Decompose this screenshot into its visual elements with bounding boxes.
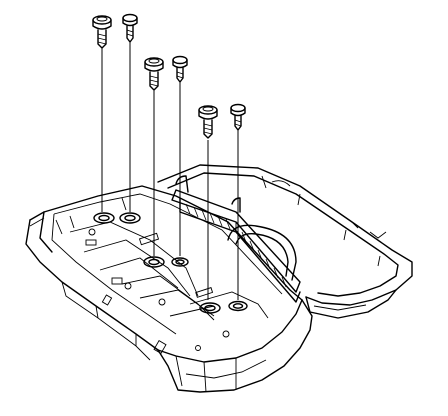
screw-3 [144,57,164,91]
screw-4 [172,55,188,83]
hole-5 [199,302,221,314]
hole-6 [228,300,248,312]
rear-lid [157,164,413,319]
screw-1 [92,15,112,49]
hinge-bar [171,175,301,303]
screw-5 [198,105,218,139]
hole-4 [171,257,189,267]
hole-2 [119,212,141,224]
screw-2 [122,13,138,43]
chassis [25,185,313,393]
guide-lines [101,42,239,300]
hole-1 [93,212,115,224]
screw-6 [230,103,246,131]
hole-3 [143,256,165,268]
